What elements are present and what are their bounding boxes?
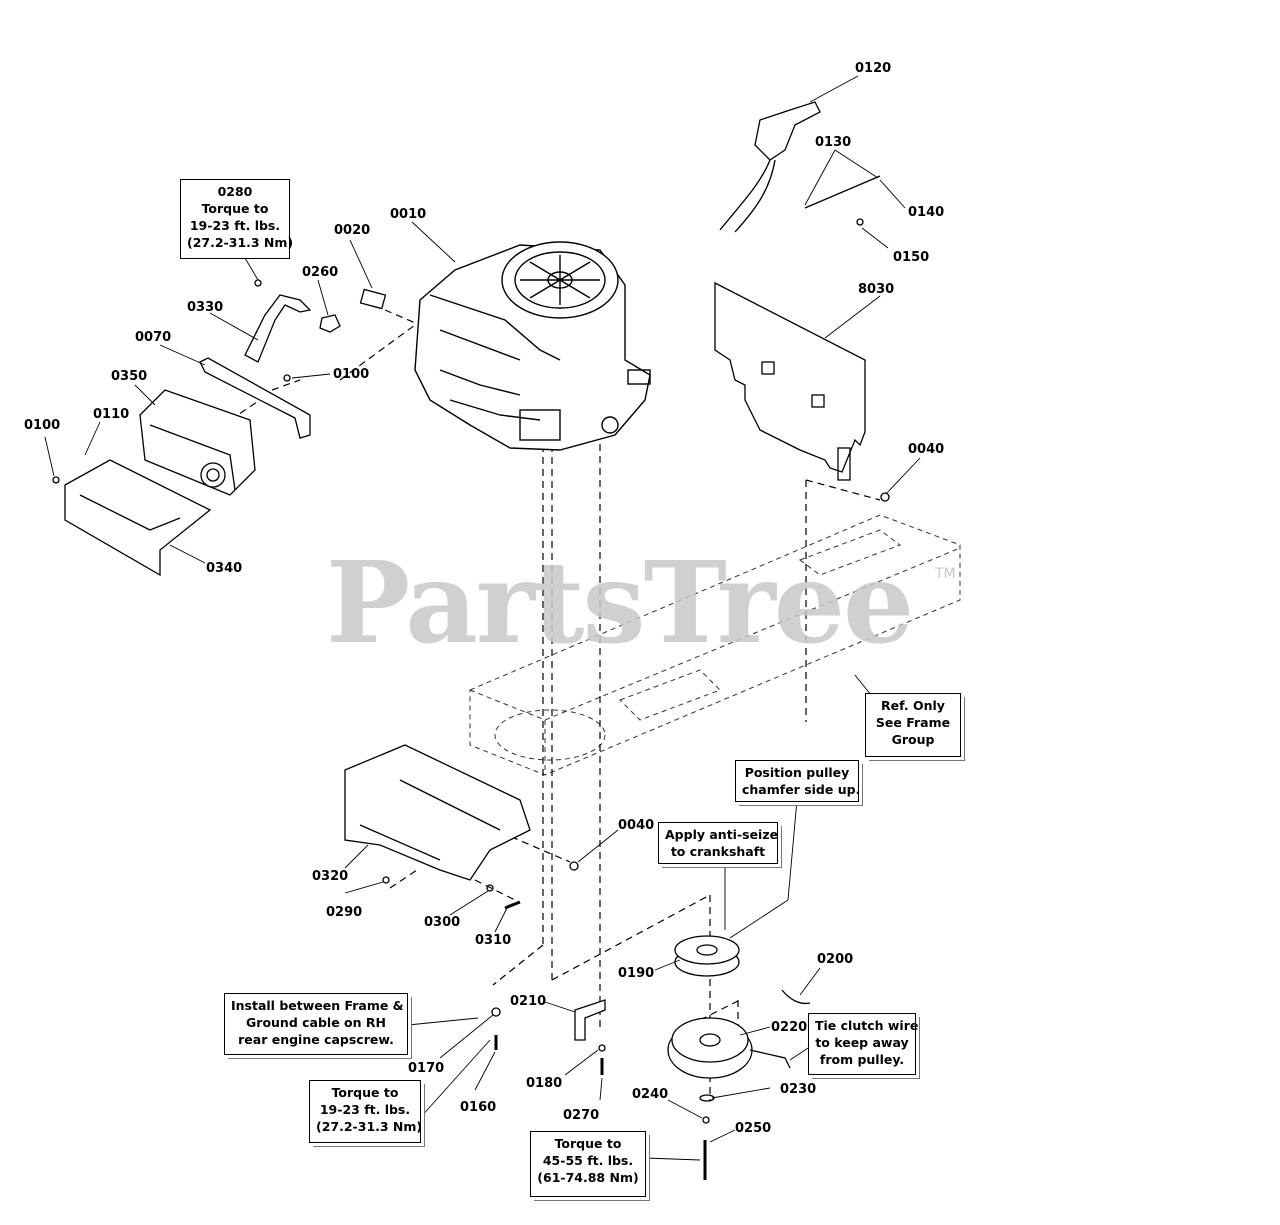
label-0220: 0220 (771, 1020, 807, 1035)
bolt-0040-lower (569, 861, 579, 871)
note-torque-bottom: Torque to 45-55 ft. lbs. (61-74.88 Nm) (530, 1131, 646, 1197)
label-0310: 0310 (475, 933, 511, 948)
label-0110: 0110 (93, 407, 129, 422)
part-0290 (382, 876, 390, 884)
part-0320-bracket (344, 744, 531, 881)
leader-lines (44, 75, 921, 1161)
label-0010: 0010 (390, 207, 426, 222)
part-0170-washer (491, 1007, 501, 1017)
label-0120: 0120 (855, 61, 891, 76)
note-anti-seize: Apply anti-seize to crankshaft (658, 822, 778, 864)
part-0330-tube (244, 294, 312, 363)
frame-reference-outline (469, 514, 961, 776)
label-0190: 0190 (618, 966, 654, 981)
label-0270: 0270 (563, 1108, 599, 1123)
partstree-watermark: PartsTree (326, 538, 914, 669)
label-0140: 0140 (908, 205, 944, 220)
note-ref-frame-group: Ref. Only See Frame Group (865, 693, 961, 757)
note-install-between-frame: Install between Frame & Ground cable on … (224, 993, 408, 1055)
label-0040-lower: 0040 (618, 818, 654, 833)
part-0120-throttle-control (719, 101, 821, 233)
part-8030-panel (714, 281, 866, 481)
label-0290: 0290 (326, 905, 362, 920)
label-0240: 0240 (632, 1087, 668, 1102)
bolt-0100-left (52, 476, 60, 484)
label-0300: 0300 (424, 915, 460, 930)
note-torque-0280: 0280 Torque to 19-23 ft. lbs. (27.2-31.3… (180, 179, 293, 259)
label-8030: 8030 (858, 282, 894, 297)
part-0340-heat-shield (64, 459, 212, 577)
part-0240-washer (702, 1116, 710, 1124)
label-0320: 0320 (312, 869, 348, 884)
label-0180: 0180 (526, 1076, 562, 1091)
label-0230: 0230 (780, 1082, 816, 1097)
part-number-labels: 0120 0130 0140 0150 0010 0020 8030 0260 … (24, 61, 944, 1136)
label-0100-right: 0100 (333, 367, 369, 382)
label-0330: 0330 (187, 300, 223, 315)
label-0130: 0130 (815, 135, 851, 150)
part-0200-clip (781, 989, 811, 1005)
label-0210: 0210 (510, 994, 546, 1009)
label-0070: 0070 (135, 330, 171, 345)
part-0180-washer (598, 1044, 606, 1052)
bolt-0100-right (283, 374, 291, 382)
label-0340: 0340 (206, 561, 242, 576)
label-0250: 0250 (735, 1121, 771, 1136)
note-tie-clutch-wire: Tie clutch wire to keep away from pulley… (808, 1013, 918, 1075)
label-0020: 0020 (334, 223, 370, 238)
label-0150: 0150 (893, 250, 929, 265)
part-0070-bracket (199, 357, 311, 439)
label-0040-upper: 0040 (908, 442, 944, 457)
part-0350-muffler (139, 389, 256, 496)
watermark-trademark: TM (935, 566, 956, 582)
label-0200: 0200 (817, 952, 853, 967)
label-0350: 0350 (111, 369, 147, 384)
engine-0010 (414, 241, 651, 451)
label-0260: 0260 (302, 265, 338, 280)
nut-0260 (319, 314, 341, 333)
part-0230-washer (699, 1094, 715, 1102)
part-0300 (486, 884, 494, 892)
bolt-0040-upper (880, 492, 890, 502)
part-0310 (504, 900, 521, 910)
part-0220-clutch (667, 1017, 791, 1079)
part-0020-fitting (359, 288, 387, 310)
label-0100-left: 0100 (24, 418, 60, 433)
label-0170: 0170 (408, 1061, 444, 1076)
note-position-pulley: Position pulley chamfer side up. (735, 760, 860, 802)
part-0140-rod (804, 175, 881, 226)
note-torque-lower: Torque to 19-23 ft. lbs. (27.2-31.3 Nm) (309, 1080, 422, 1143)
bolt-0280 (254, 279, 262, 287)
label-0160: 0160 (460, 1100, 496, 1115)
part-0190-pulley (674, 935, 740, 977)
part-0210-bracket (574, 999, 606, 1041)
